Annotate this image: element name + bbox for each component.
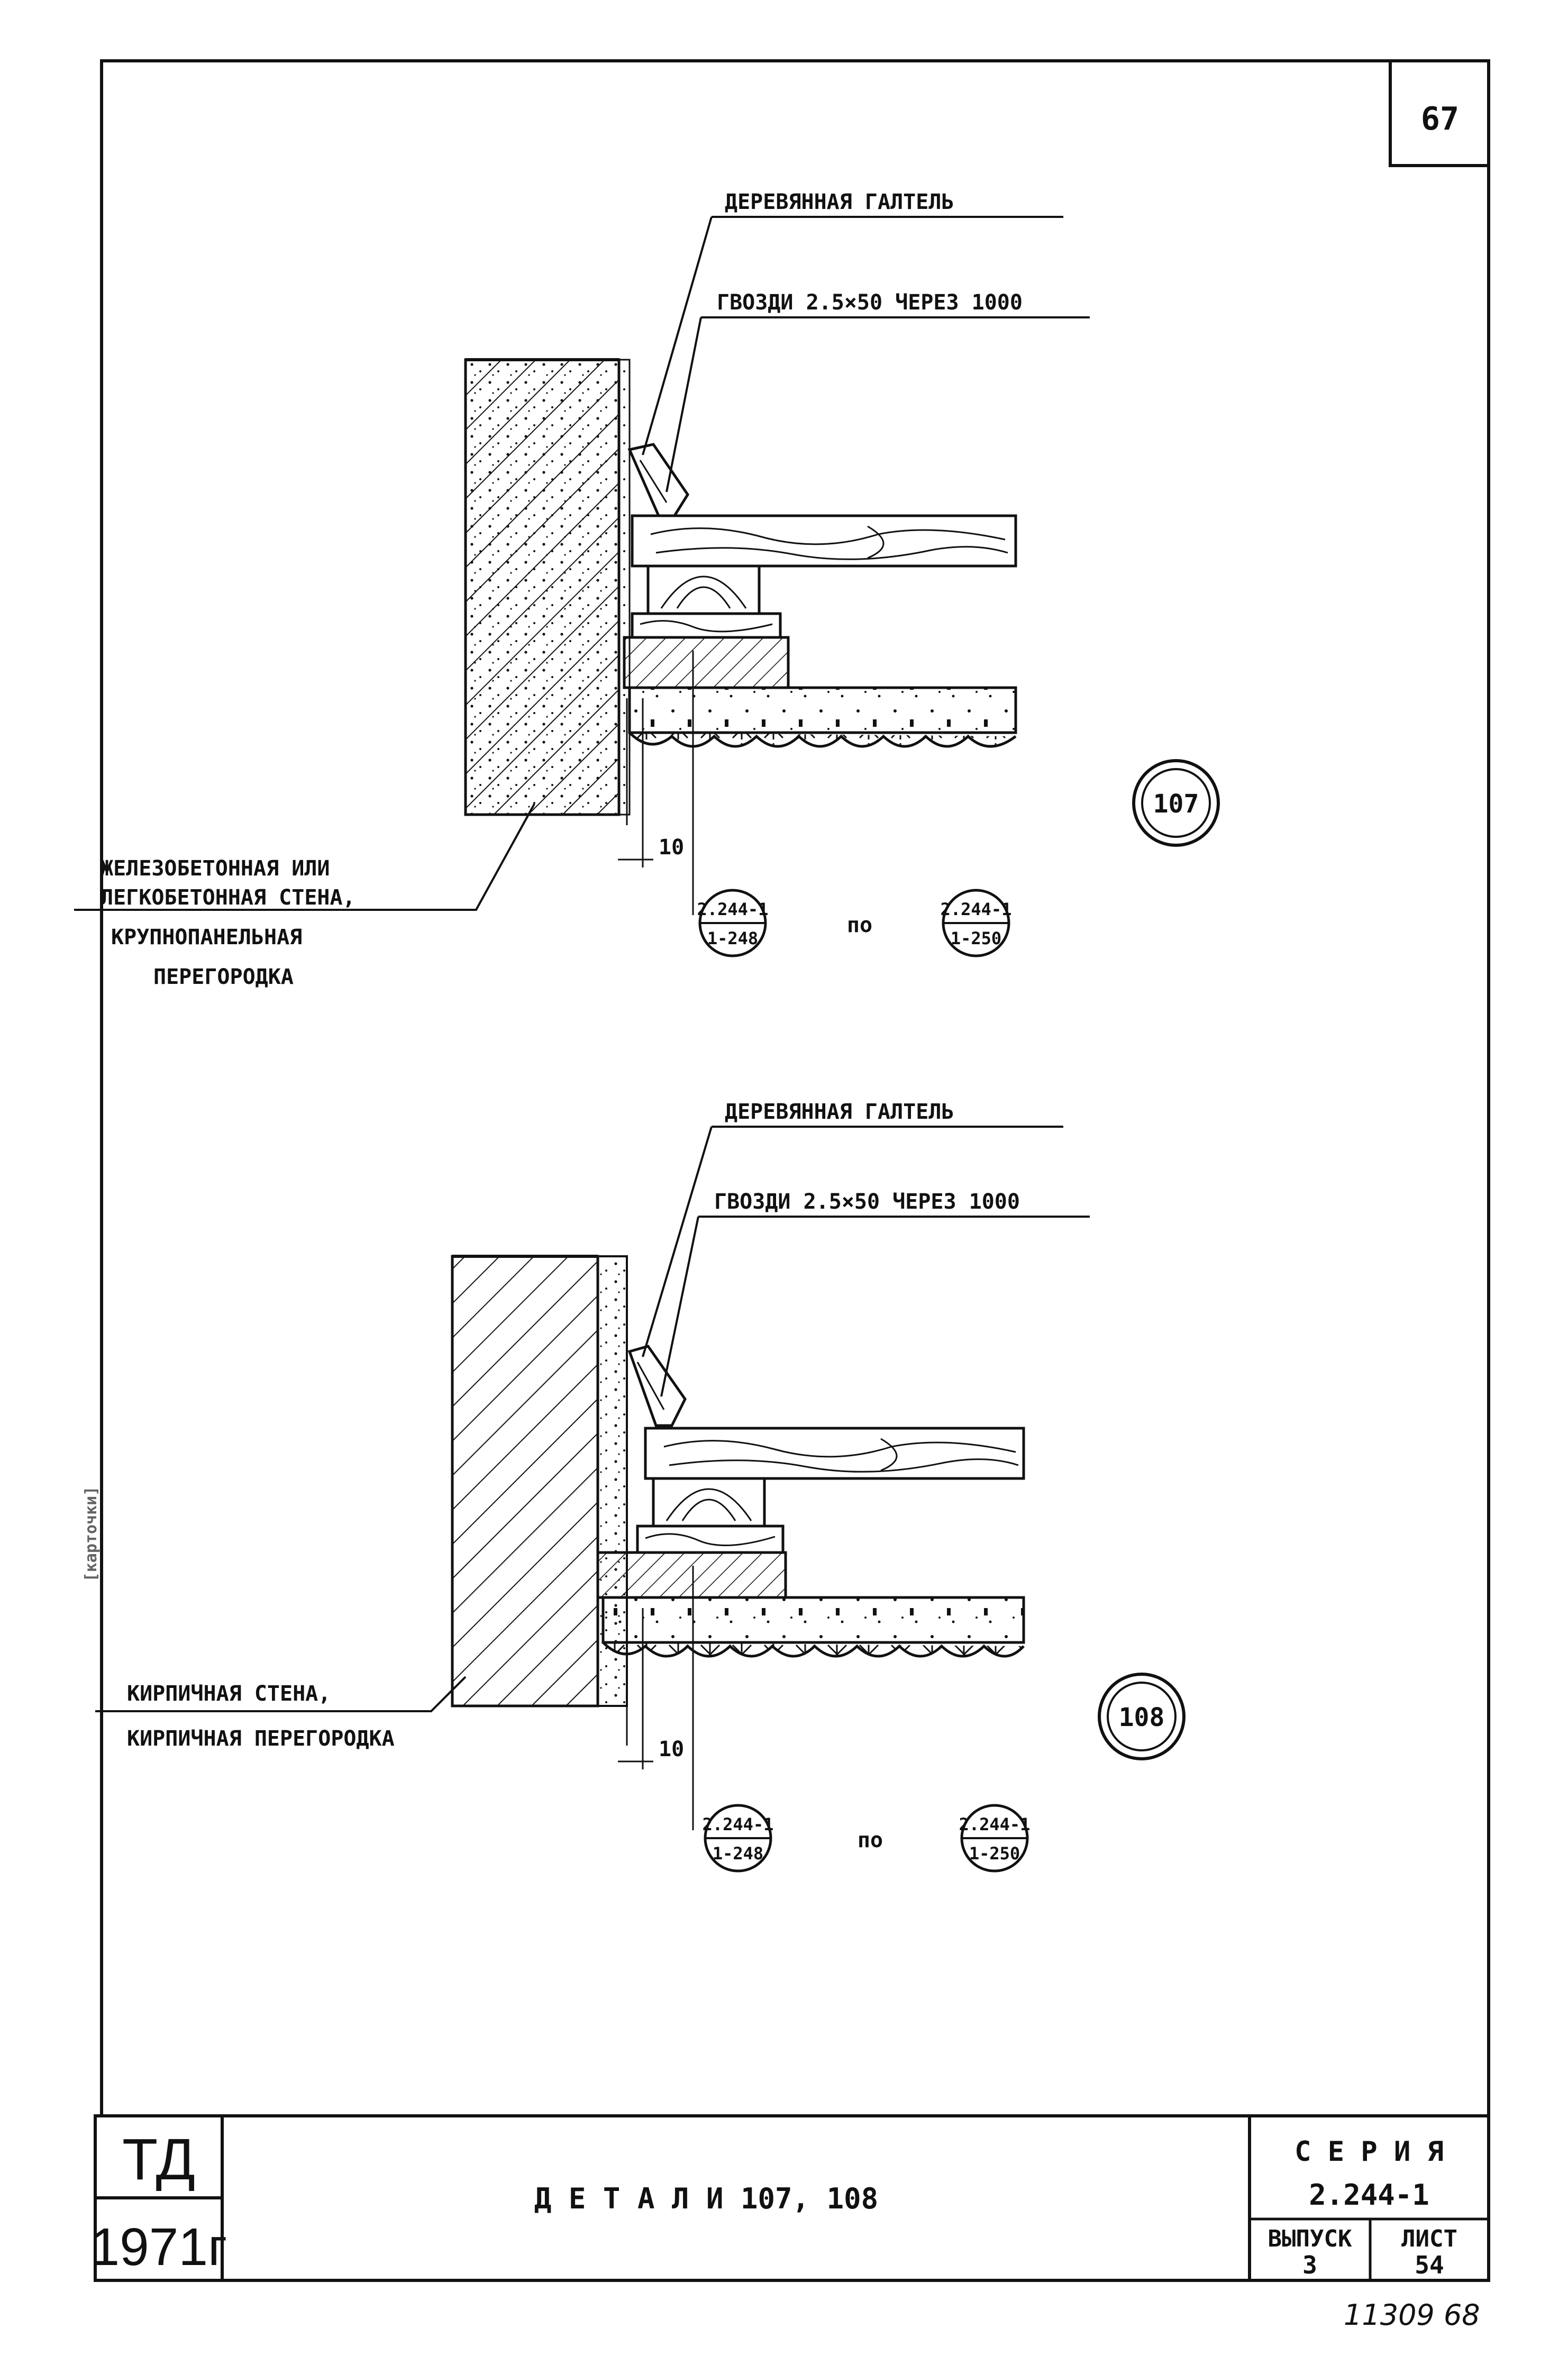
title-block: ТД 1971г Д Е Т А Л И 107, 108 С Е Р И Я … <box>90 2114 1490 2282</box>
reference-b-bottom: 1-250 <box>969 1843 1020 1864</box>
label-wall-line2: ЛЕГКОБЕТОННАЯ СТЕНА, <box>101 885 355 910</box>
year-label: 1971г <box>90 2217 227 2277</box>
base-block <box>623 636 790 689</box>
reference-b-top: 2.244-1 <box>941 899 1012 919</box>
issue-label: ВЫПУСК <box>1268 2225 1352 2252</box>
reference-joiner: по <box>858 1828 883 1852</box>
leader-lines <box>95 1126 1090 1830</box>
label-wall-line2: КИРПИЧНАЯ ПЕРЕГОРОДКА <box>127 1727 395 1751</box>
reference-a-top: 2.244-1 <box>703 1814 774 1834</box>
floor-board <box>631 514 1017 568</box>
joist-support <box>631 612 782 639</box>
detail-107: ДЕРЕВЯННАЯ ГАЛТЕЛЬ ГВОЗДИ 2.5×50 ЧЕРЕЗ 1… <box>74 190 1220 989</box>
drawing-frame <box>100 59 1490 2282</box>
joist-support <box>636 1524 785 1554</box>
concrete-wall <box>464 358 621 816</box>
handwritten-note: 11309 68 <box>1344 2298 1480 2332</box>
detail-marker-number: 107 <box>1153 789 1199 819</box>
leader-lines <box>74 216 1090 915</box>
detail-108: ДЕРЕВЯННАЯ ГАЛТЕЛЬ ГВОЗДИ 2.5×50 ЧЕРЕЗ 1… <box>95 1100 1186 1873</box>
page-number: 67 <box>1421 101 1459 138</box>
reference-b-bottom: 1-250 <box>951 928 1001 948</box>
detail-marker-number: 108 <box>1119 1703 1165 1732</box>
joist-section <box>646 564 761 615</box>
floor-board <box>644 1427 1025 1480</box>
label-wall-line1: ЖЕЛЕЗОБЕТОННАЯ ИЛИ <box>101 856 330 881</box>
label-wooden-fillet: ДЕРЕВЯННАЯ ГАЛТЕЛЬ <box>725 190 954 214</box>
reference-a: 2.244-1 1-248 <box>697 889 769 957</box>
label-wall-line4: ПЕРЕГОРОДКА <box>153 965 294 989</box>
label-wooden-fillet: ДЕРЕВЯННАЯ ГАЛТЕЛЬ <box>725 1100 954 1124</box>
series-label: С Е Р И Я <box>1294 2136 1444 2168</box>
detail-marker-107: 107 <box>1132 759 1220 847</box>
brick-wall <box>451 1255 599 1708</box>
org-label: ТД <box>122 2127 195 2192</box>
reference-b: 2.244-1 1-250 <box>941 889 1012 957</box>
dimension-label: 10 <box>659 1737 684 1761</box>
wooden-fillet <box>627 443 689 517</box>
detail-marker-108: 108 <box>1098 1673 1186 1760</box>
reference-a-top: 2.244-1 <box>697 899 769 919</box>
floor-slab <box>628 686 1017 748</box>
wooden-fillet <box>627 1345 687 1427</box>
label-nails: ГВОЗДИ 2.5×50 ЧЕРЕЗ 1000 <box>717 290 1023 315</box>
reference-joiner: по <box>847 913 872 937</box>
label-wall-line1: КИРПИЧНАЯ СТЕНА, <box>127 1682 331 1706</box>
issue-value: 3 <box>1302 2251 1317 2279</box>
sheet-value: 54 <box>1415 2251 1444 2279</box>
reference-b: 2.244-1 1-250 <box>959 1804 1031 1873</box>
page-number-box: 67 <box>1389 59 1490 167</box>
joist-section <box>652 1477 766 1528</box>
reference-a-bottom: 1-248 <box>707 928 758 948</box>
label-wall-line3: КРУПНОПАНЕЛЬНАЯ <box>111 925 302 949</box>
reference-a-bottom: 1-248 <box>713 1843 763 1864</box>
dimension-label: 10 <box>659 835 684 860</box>
base-block <box>596 1551 787 1599</box>
series-value: 2.244-1 <box>1309 2178 1429 2212</box>
drawing-title: Д Е Т А Л И 107, 108 <box>534 2182 878 2215</box>
reference-a: 2.244-1 1-248 <box>703 1804 774 1873</box>
plaster-layer <box>618 359 631 816</box>
side-margin-text: [карточки] <box>82 1486 101 1582</box>
sheet-label: ЛИСТ <box>1401 2225 1457 2252</box>
reference-b-top: 2.244-1 <box>959 1814 1031 1834</box>
label-nails: ГВОЗДИ 2.5×50 ЧЕРЕЗ 1000 <box>714 1190 1020 1214</box>
floor-slab <box>601 1596 1025 1658</box>
